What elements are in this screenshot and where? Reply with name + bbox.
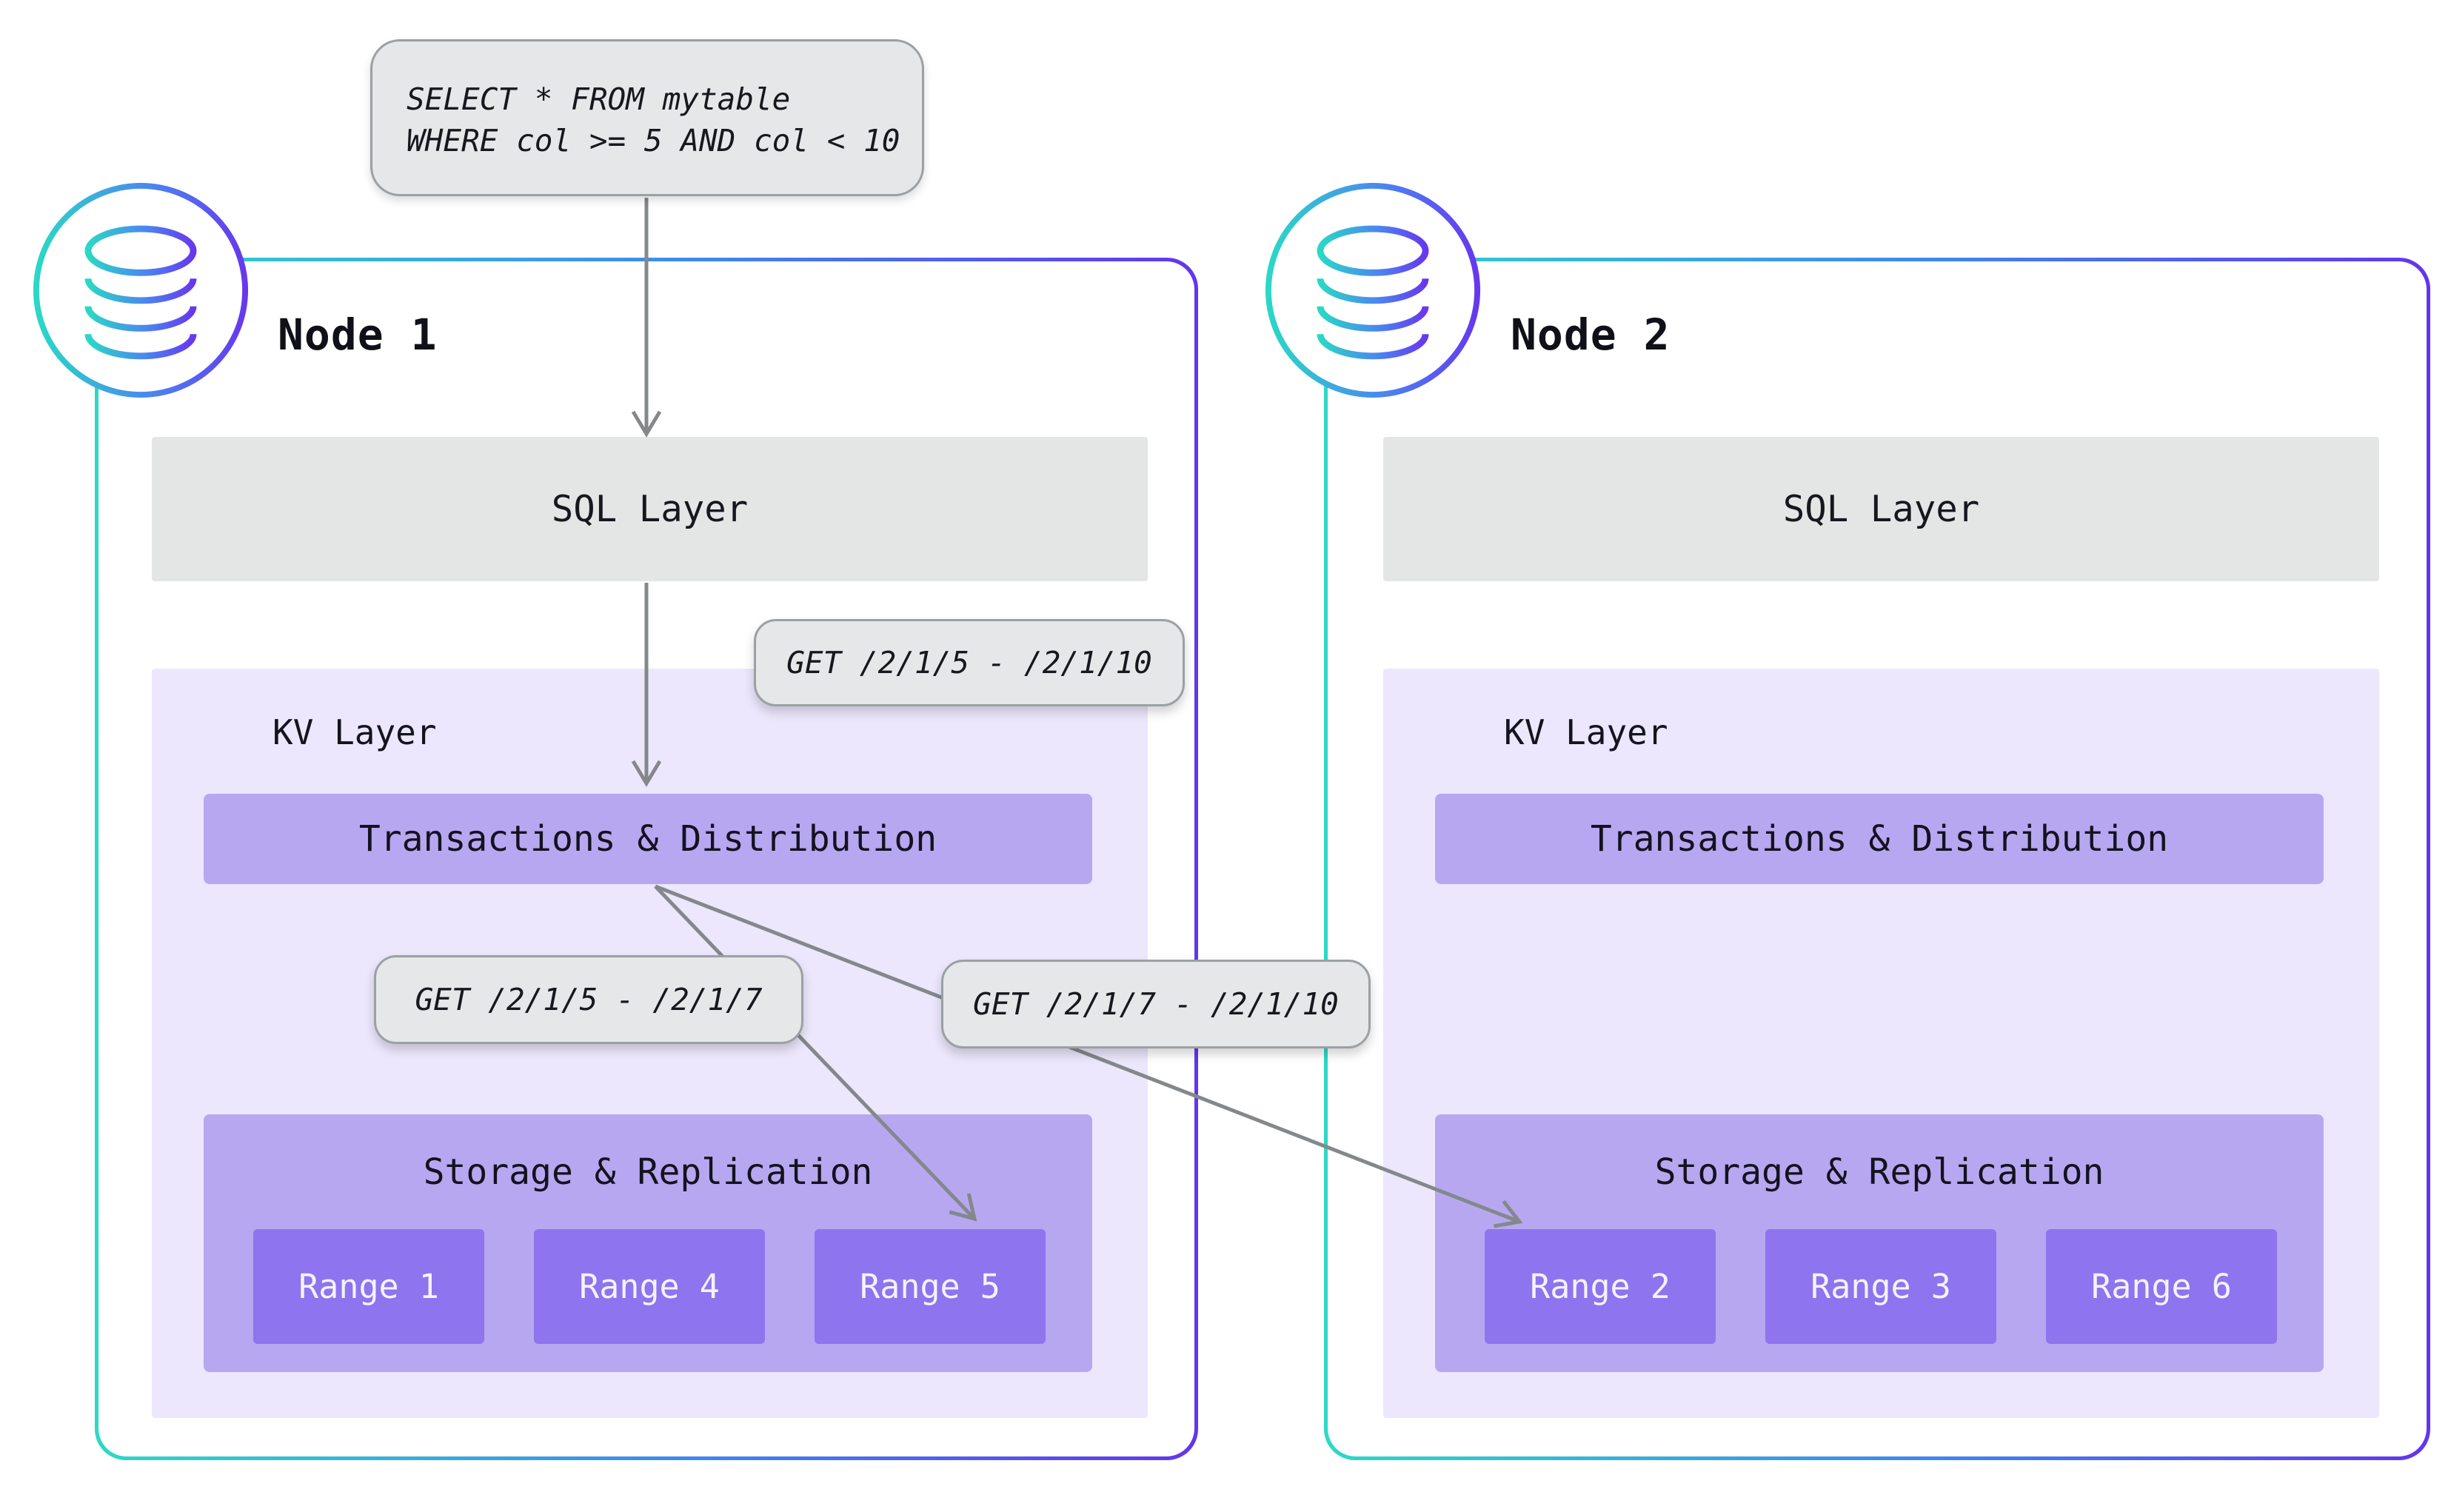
sql-query-box: SELECT * FROM mytable WHERE col >= 5 AND… <box>370 39 924 196</box>
node2-transactions-label: Transactions & Distribution <box>1590 818 2169 860</box>
node1-range-1: Range 1 <box>253 1229 484 1344</box>
node1-range-5: Range 5 <box>815 1229 1046 1344</box>
range-label: Range 3 <box>1810 1267 1951 1306</box>
node2-title: Node 2 <box>1511 310 1671 360</box>
get-range-right-pill: GET /2/1/7 - /2/1/10 <box>941 960 1371 1048</box>
node1-sql-layer: SQL Layer <box>152 437 1148 581</box>
node2-range-2: Range 2 <box>1485 1229 1716 1344</box>
query-line-2: WHERE col >= 5 AND col < 10 <box>407 123 900 158</box>
range-label: Range 2 <box>1530 1267 1671 1306</box>
node2-transactions-bar: Transactions & Distribution <box>1435 794 2324 884</box>
get-range-left-pill: GET /2/1/5 - /2/1/7 <box>374 955 803 1044</box>
node2-sql-layer-label: SQL Layer <box>1782 488 1980 530</box>
node1-kv-layer-label: KV Layer <box>272 712 437 752</box>
node2-kv-layer-label: KV Layer <box>1504 712 1668 752</box>
query-line-1: SELECT * FROM mytable <box>407 81 791 117</box>
get-range-left-label: GET /2/1/5 - /2/1/7 <box>415 982 763 1017</box>
node1-range-4: Range 4 <box>534 1229 765 1344</box>
range-label: Range 4 <box>579 1267 720 1306</box>
node1-storage-label: Storage & Replication <box>423 1151 873 1193</box>
node1-transactions-bar: Transactions & Distribution <box>204 794 1092 884</box>
node2-database-icon <box>1265 182 1481 398</box>
range-label: Range 5 <box>860 1267 1000 1306</box>
node1-sql-layer-label: SQL Layer <box>551 488 749 530</box>
node2-range-3: Range 3 <box>1765 1229 1996 1344</box>
range-label: Range 1 <box>298 1267 439 1306</box>
node1-title: Node 1 <box>278 310 438 360</box>
get-range-right-label: GET /2/1/7 - /2/1/10 <box>973 986 1339 1022</box>
node1-database-icon <box>33 182 249 398</box>
range-label: Range 6 <box>2091 1267 2232 1306</box>
get-range-full-pill: GET /2/1/5 - /2/1/10 <box>754 619 1185 706</box>
node2-sql-layer: SQL Layer <box>1383 437 2379 581</box>
get-range-full-label: GET /2/1/5 - /2/1/10 <box>786 645 1152 680</box>
node2-storage-label: Storage & Replication <box>1654 1151 2104 1193</box>
node1-transactions-label: Transactions & Distribution <box>358 818 937 860</box>
node2-range-6: Range 6 <box>2046 1229 2277 1344</box>
